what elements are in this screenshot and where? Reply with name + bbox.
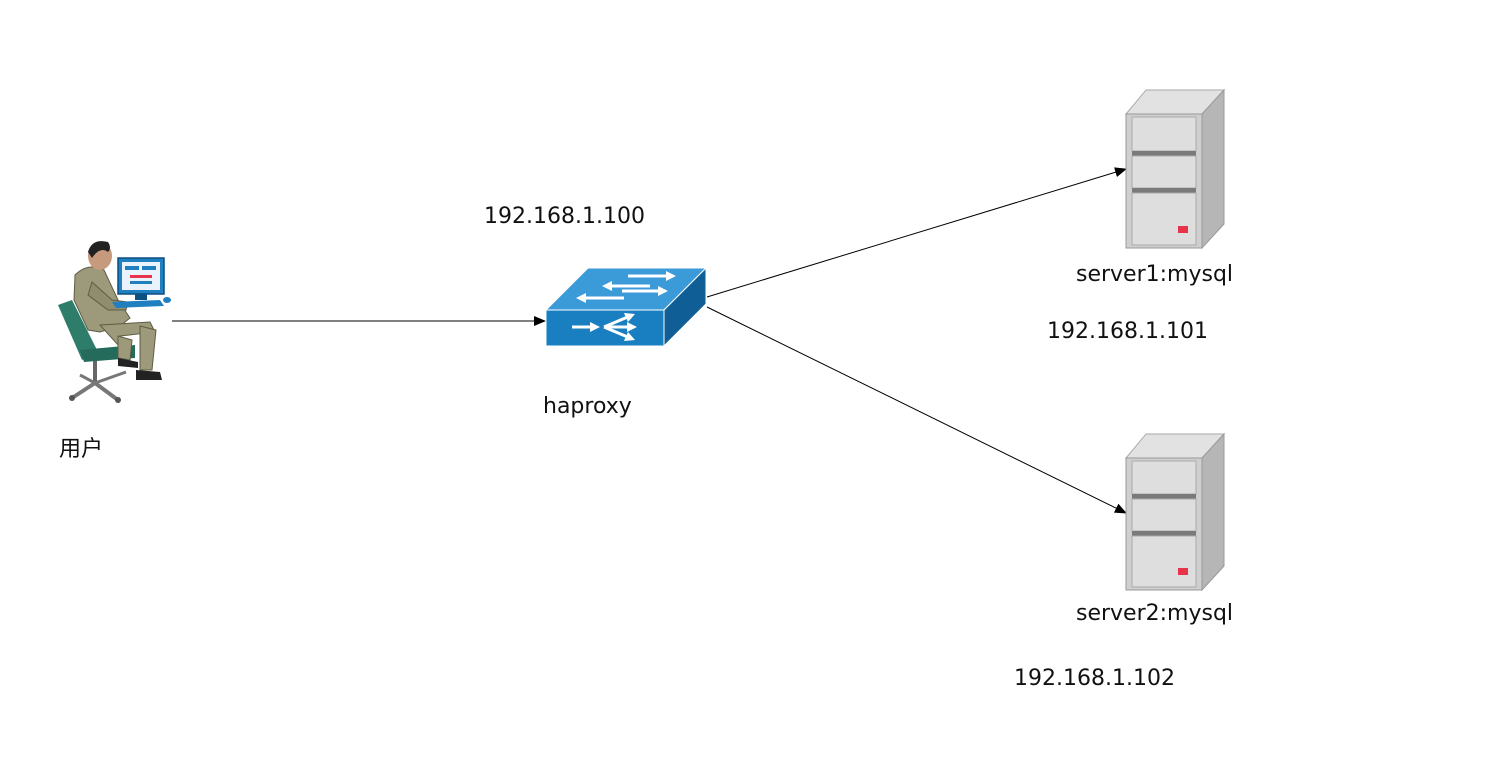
server2-label: server2:mysql (1076, 601, 1234, 626)
haproxy-ip-label: 192.168.1.100 (484, 204, 645, 229)
haproxy-label: haproxy (543, 394, 632, 419)
server2-ip-label: 192.168.1.102 (1014, 666, 1175, 691)
server-tower-icon (1124, 432, 1226, 592)
user-at-computer-icon (58, 241, 171, 403)
server1-ip-label: 192.168.1.101 (1047, 319, 1208, 344)
server-tower-icon (1124, 88, 1226, 250)
edge-haproxy-to-server2 (706, 306, 1127, 514)
server1-label: server1:mysql (1076, 262, 1234, 287)
user-label: 用户 (59, 437, 104, 462)
network-switch-icon (544, 266, 708, 348)
edge-haproxy-to-server1 (706, 167, 1127, 298)
